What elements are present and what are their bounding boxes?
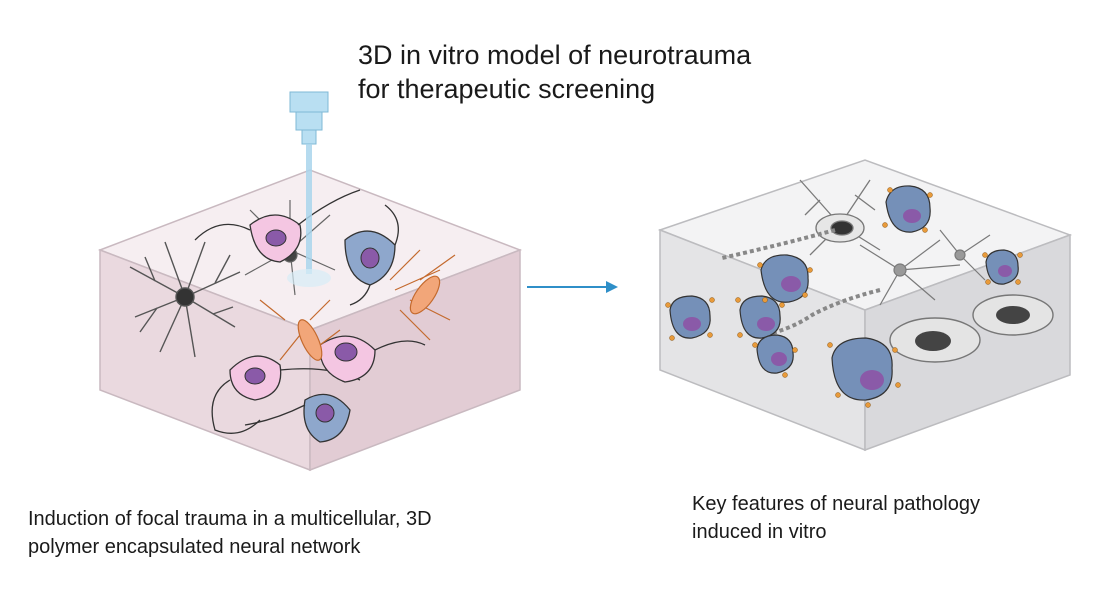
right-caption-line-1: Key features of neural pathology bbox=[692, 493, 980, 515]
left-caption-line-2: polymer encapsulated neural network bbox=[28, 536, 361, 558]
right-caption: Key features of neural pathology induced… bbox=[692, 490, 980, 546]
reactive-astrocyte-bottom bbox=[889, 294, 1054, 363]
flow-arrow-icon bbox=[527, 281, 618, 293]
left-caption-line-1: Induction of focal trauma in a multicell… bbox=[28, 508, 432, 530]
title-line-1: 3D in vitro model of neurotrauma bbox=[358, 40, 752, 70]
title-line-2: for therapeutic screening bbox=[358, 74, 656, 104]
debris-particles bbox=[665, 187, 1023, 408]
oligodendrocyte-center bbox=[259, 299, 341, 361]
damaged-astrocyte-top bbox=[799, 179, 881, 256]
oligodendrocyte-right bbox=[389, 249, 456, 341]
damaged-astrocyte-middle bbox=[859, 229, 991, 306]
neuron-pink-right bbox=[319, 335, 426, 383]
diagram-title: 3D in vitro model of neurotrauma for the… bbox=[358, 38, 751, 106]
neuron-blue-top bbox=[344, 204, 399, 306]
degenerated-axon bbox=[721, 228, 881, 338]
neuron-blue-bottom bbox=[244, 393, 351, 443]
neuron-pink-top bbox=[194, 189, 361, 263]
neuron-pink-bottom bbox=[211, 355, 361, 434]
astrocyte-left bbox=[129, 241, 241, 358]
left-caption: Induction of focal trauma in a multicell… bbox=[28, 505, 432, 561]
laser-probe-icon bbox=[287, 91, 331, 287]
microglia-cluster bbox=[669, 185, 1019, 401]
right-caption-line-2: induced in vitro bbox=[692, 521, 827, 543]
